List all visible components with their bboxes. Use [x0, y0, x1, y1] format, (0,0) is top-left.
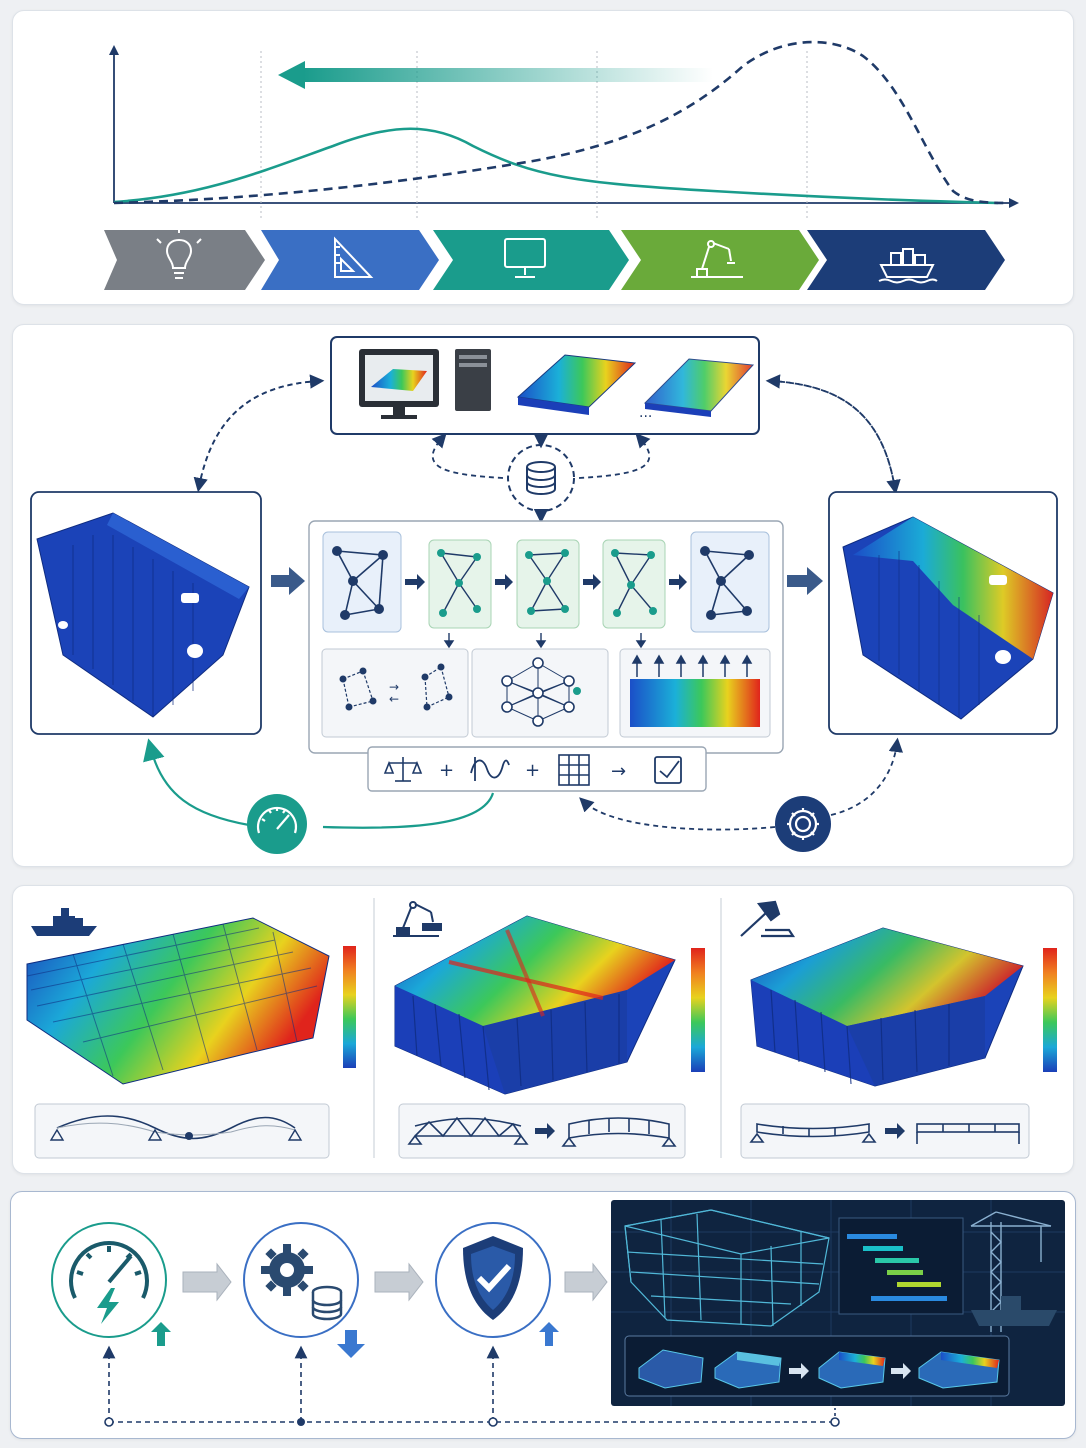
graph-step-5 — [690, 531, 770, 633]
lightbulb-icon — [156, 228, 202, 279]
graph-step-4 — [602, 539, 666, 629]
gantt-chart — [838, 1217, 964, 1315]
speedometer-bolt-icon — [69, 1241, 149, 1299]
truss-to-beam — [407, 1116, 529, 1145]
trend-down-arrow — [337, 1330, 365, 1358]
application-deck-structure — [393, 901, 705, 1159]
ship-icon — [878, 248, 938, 284]
benefit-safety — [435, 1222, 559, 1346]
color-bar — [343, 946, 356, 1068]
stage-design — [261, 230, 439, 290]
output-ship-block-model — [842, 516, 1054, 720]
lifecycle-diagram — [104, 40, 1019, 290]
graph-step-3 — [516, 539, 580, 629]
block-model-4 — [918, 1351, 1000, 1389]
stress-field-box — [619, 648, 771, 738]
monitor-icon — [359, 349, 439, 419]
trend-up-arrow — [151, 1322, 171, 1346]
svg-text:←: ← — [389, 692, 399, 706]
balance-scale-icon — [383, 757, 423, 782]
set-square-icon — [334, 236, 374, 278]
svg-text:→: → — [389, 680, 399, 694]
block-model-3 — [818, 1351, 886, 1389]
fe-model-icon — [643, 358, 755, 417]
stage-simulation — [433, 230, 629, 290]
shield-check-icon — [463, 1236, 523, 1320]
stage-concept — [104, 228, 265, 290]
gear-icon — [775, 796, 831, 852]
formula-arrow: → — [611, 761, 626, 782]
color-bar — [1043, 948, 1057, 1072]
workflow-panel: ... — [12, 324, 1074, 867]
block-model-2 — [714, 1351, 782, 1389]
database-icon — [526, 461, 556, 495]
benefit-speed — [51, 1222, 171, 1346]
grid-icon — [558, 754, 590, 786]
plus-1: + — [439, 760, 454, 781]
node-update-box: →← — [321, 648, 469, 738]
formula-bar — [367, 746, 707, 792]
trend-up-arrow — [539, 1322, 559, 1346]
lifecycle-panel — [12, 10, 1074, 305]
shift-left-arrow — [303, 68, 713, 82]
checkbox-icon — [654, 756, 682, 784]
application-hull-plate — [26, 908, 356, 1159]
database-ring — [507, 444, 575, 512]
ship-icon — [31, 908, 97, 936]
graph-step-1 — [322, 531, 402, 633]
block-model-1 — [638, 1349, 704, 1389]
color-bar — [691, 948, 705, 1072]
deformed-to-straight — [749, 1123, 877, 1143]
applications-diagram — [26, 898, 1057, 1159]
benefit-automation — [243, 1222, 365, 1358]
robot-arm-icon — [393, 901, 442, 937]
graph-step-2 — [428, 539, 492, 629]
monitor-icon — [504, 238, 546, 278]
navy-curve — [113, 40, 1014, 205]
digital-twin-panel — [611, 1200, 1065, 1406]
stage-operation — [807, 230, 1005, 290]
wave-function-icon — [470, 757, 510, 781]
plus-2: + — [525, 760, 540, 781]
workflow-diagram: ... — [30, 336, 1058, 854]
ellipsis-text: ... — [639, 405, 652, 421]
gear-database-icon — [261, 1244, 343, 1321]
ship-icon — [971, 1296, 1057, 1326]
input-ship-block-model — [36, 512, 250, 718]
benefits-panel — [10, 1191, 1076, 1439]
speedometer-icon — [247, 794, 307, 854]
teal-curve — [113, 127, 999, 205]
application-double-bottom — [740, 900, 1057, 1159]
stage-production — [621, 230, 819, 290]
network-box — [471, 648, 609, 738]
applications-panel — [12, 885, 1074, 1174]
benefits-diagram — [51, 1200, 1065, 1427]
robot-arm-icon — [691, 240, 743, 278]
fe-model-icon — [516, 354, 637, 415]
wireframe-hull — [624, 1209, 830, 1327]
hammer-icon — [740, 900, 796, 938]
server-tower-icon — [455, 349, 491, 411]
